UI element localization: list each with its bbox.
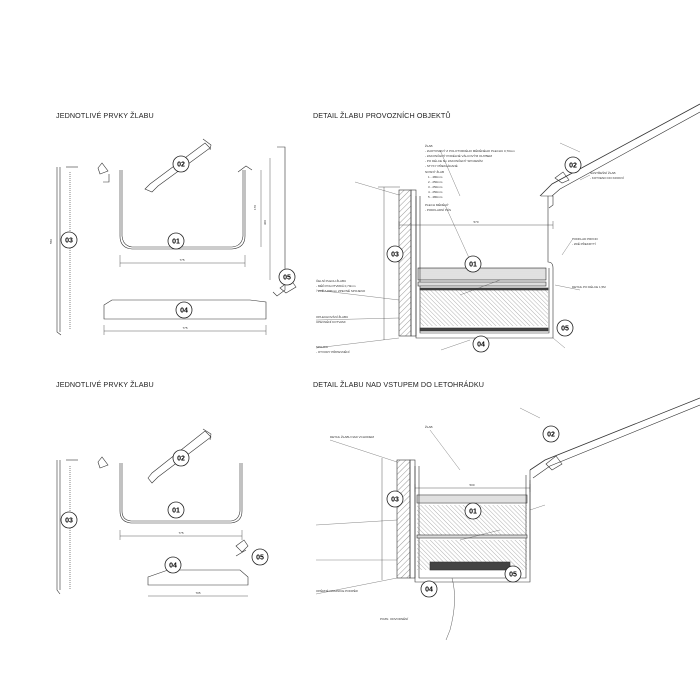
part-label: 05 (509, 572, 517, 579)
title-top-right: DETAIL ŽLABU PROVOZNÍCH OBJEKTŮ (313, 111, 451, 120)
dim-text: 705 (195, 591, 200, 595)
note: 4 - 250mm (428, 190, 443, 194)
part-label: 03 (391, 252, 399, 259)
note: - PO DÉLCE 6m ZAKONČENÝ SPOJENÍM (425, 158, 483, 163)
dim-text: 775 (179, 258, 184, 262)
note: 5 - 480mm (428, 195, 443, 199)
part-label: 02 (177, 456, 185, 463)
part-label: 05 (561, 326, 569, 333)
dim-text: 500 (469, 483, 474, 487)
part-02-hook (144, 142, 211, 193)
note: OPĚRNÉ KRAJNICE PODPĚR (316, 588, 359, 593)
part-label: 04 (180, 308, 188, 315)
note: - PODKLADNÍ PÁS (425, 208, 451, 212)
note: DETAIL ŽLABU NAD VCHODEM (330, 434, 375, 439)
dim-text: 775 (182, 326, 187, 330)
dim-text: 170 (253, 205, 257, 210)
part-label: 04 (477, 342, 485, 349)
notes: ŽLAB - ZHOTOVENÝ Z POLOTVRDÉHO MĚDĚNÉHO … (316, 143, 624, 621)
dim-text: 775 (178, 531, 183, 535)
title-top-left: JEDNOTLIVÉ PRVKY ŽLABU (56, 111, 154, 120)
dim-text: 570 (473, 220, 478, 224)
note: - ZAKONČENÝ PODÉLNÉ VÁLCOVÝM OHYBEM (425, 153, 493, 158)
note: NASTŘEŠNÍ ŽLAB (590, 170, 616, 175)
note: - KOTVENO DO KROKVÍ (590, 176, 624, 180)
title-bottom-right: DETAIL ŽLABU NAD VSTUPEM DO LETOHRÁDKU (313, 380, 485, 389)
note: 1 - 480mm (428, 175, 443, 179)
part-label: 02 (177, 162, 185, 169)
note: PLECH MĚDĚNÝ (425, 202, 449, 207)
part-label: 01 (469, 509, 477, 516)
board-01 (417, 267, 547, 281)
part-label: 03 (65, 518, 73, 525)
part-label: 01 (172, 508, 180, 515)
note: ŽLAB (425, 424, 433, 429)
dimensions: 775 550 775 300 170 570 775 705 500 (49, 205, 479, 595)
part-01-gutter-b (119, 463, 243, 524)
note: ČELNÍ PLECH ŽLABU (316, 278, 346, 283)
part-label: 04 (425, 587, 433, 594)
part-label: 05 (283, 275, 291, 282)
part-labels: 02 03 01 05 04 02 03 01 05 04 02 03 01 0… (60, 155, 582, 598)
part-label: 01 (172, 239, 180, 246)
note: - ZDĚ PŘEKRYTÍ (572, 241, 596, 246)
note: - MĚĎ POLOTVRDÁ 0,70mm (316, 283, 356, 288)
dim-text: 550 (49, 239, 53, 244)
part-03-strip (56, 167, 62, 336)
title-bottom-left: JEDNOTLIVÉ PRVKY ŽLABU (56, 380, 154, 389)
note: ŽLAB (425, 143, 433, 148)
part-label: 02 (569, 163, 577, 170)
note: SPOJKA (316, 345, 328, 349)
note: POZN. ODVODNĚNÍ (380, 616, 408, 621)
bottom-left-parts (56, 428, 249, 597)
note: 2 - 250mm (428, 180, 443, 184)
part-label: 02 (547, 432, 555, 439)
part-label: 03 (391, 497, 399, 504)
top-left-parts (56, 138, 297, 336)
note: OPLECHOVÁNÍ ŽLABU (316, 314, 348, 319)
left-wall-hatch (398, 189, 412, 337)
note: NOSNÝ ŽLAB (425, 169, 444, 174)
note: - ZDĚ A 800mm ZPEVNĚ SPOJENO (316, 288, 366, 293)
part-label: 04 (169, 563, 177, 570)
part-04-strip (103, 299, 267, 320)
label-circle (172, 155, 190, 173)
part-01-left-hook (97, 162, 109, 175)
part-02-hook-b (147, 430, 212, 484)
note: DETAIL PO DÉLCE 1,5M (572, 284, 606, 289)
part-05-strip (272, 146, 286, 297)
note: 3 - 250mm (428, 185, 443, 189)
part-label: 05 (256, 555, 264, 562)
part-label: 03 (65, 238, 73, 245)
note: PODKLAD PRKNO (572, 237, 599, 241)
part-03-strip-b (56, 460, 61, 595)
note: - OTVORY PŘIPEVNĚNÍ (316, 349, 350, 354)
note: - STYKY PŘEKLÁDANÉ (425, 163, 458, 168)
part-05-b (235, 539, 249, 553)
note: UPEVNĚNÍ KOTVAMI (316, 319, 346, 324)
top-right-detail (315, 103, 700, 351)
part-01-gutter (119, 170, 246, 250)
note: - ZHOTOVENÝ Z POLOTVRDÉHO MĚDĚNÉHO PLECH… (425, 148, 515, 153)
dim-text: 300 (263, 220, 267, 225)
part-label: 01 (469, 262, 477, 269)
part-04-strip-b (147, 569, 249, 586)
